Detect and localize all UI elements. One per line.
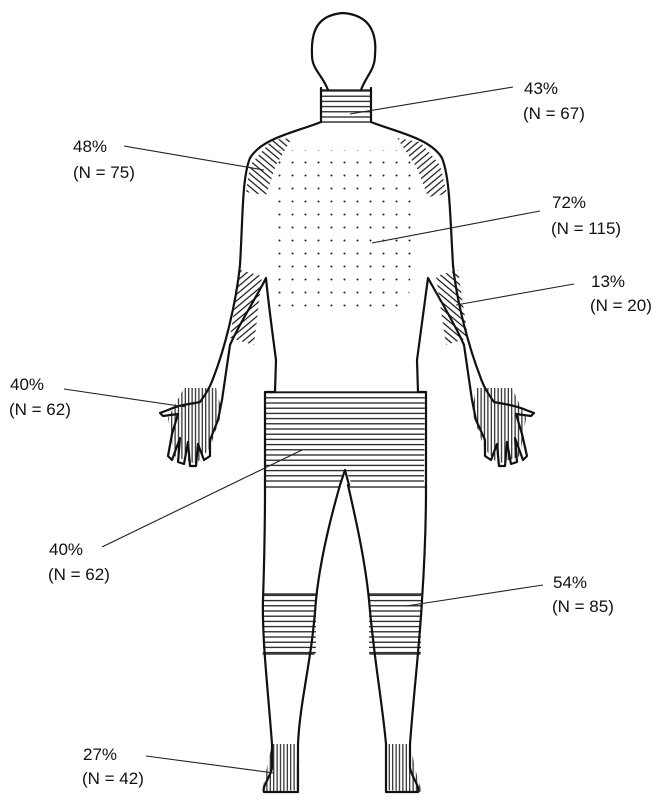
leader-hand <box>64 389 186 407</box>
neck-region <box>321 90 371 122</box>
shoulder-count-label: (N = 75) <box>73 163 135 182</box>
leader-foot <box>146 756 274 773</box>
leader-knee <box>406 585 543 606</box>
neck-count-label: (N = 67) <box>523 104 585 123</box>
shoulder-percent-label: 48% <box>73 137 107 156</box>
leader-elbow <box>456 284 574 305</box>
upper-back-count-label: (N = 115) <box>551 219 621 238</box>
elbow-percent-label: 13% <box>591 272 625 291</box>
left-knee-region <box>263 594 316 654</box>
knee-count-label: (N = 85) <box>552 597 614 616</box>
hand-percent-label: 40% <box>10 375 44 394</box>
shaded-regions <box>168 90 526 792</box>
elbow-count-label: (N = 20) <box>590 296 652 315</box>
left-hand-region <box>168 388 222 464</box>
right-hand-region <box>472 388 526 464</box>
foot-percent-label: 27% <box>83 745 117 764</box>
neck-percent-label: 43% <box>524 79 558 98</box>
hips-percent-label: 40% <box>49 540 83 559</box>
right-elbow-region <box>436 270 468 345</box>
leader-hips <box>102 450 302 547</box>
leader-shoulder <box>124 146 264 170</box>
right-knee-region <box>369 594 421 654</box>
upper-back-region <box>268 150 417 310</box>
hips-count-label: (N = 62) <box>48 565 110 584</box>
left-foot-region <box>262 744 298 792</box>
head-outline <box>312 13 375 90</box>
hand-count-label: (N = 62) <box>9 400 71 419</box>
leader-neck <box>350 87 513 114</box>
foot-count-label: (N = 42) <box>82 769 144 788</box>
knee-percent-label: 54% <box>553 573 587 592</box>
upper-back-percent-label: 72% <box>552 193 586 212</box>
